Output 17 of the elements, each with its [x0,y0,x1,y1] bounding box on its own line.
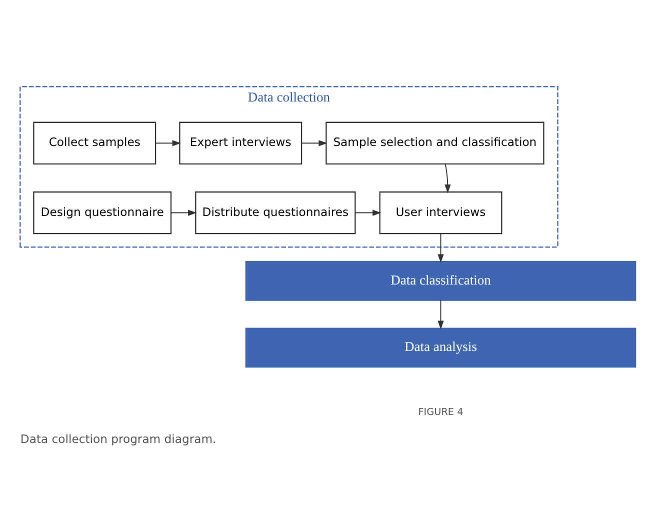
node-box: Expert interviews [179,121,302,164]
node-box: Collect samples [33,121,156,164]
arrow [438,299,444,329]
arrow [444,163,451,193]
arrow [155,140,181,146]
arrow [301,140,328,146]
node-box: User interviews [379,190,502,234]
arrow [355,209,382,216]
arrow [170,209,197,216]
node-box: Design questionnaire [33,190,172,234]
node-box: Sample selection and classification [326,121,544,164]
node-box: Data classification [245,260,636,300]
node-box: Distribute questionnaires [195,190,356,234]
node-box: Data analysis [245,327,636,368]
caption: Data collection program diagram. [20,431,216,446]
arrow [438,232,444,262]
label: FIGURE 4 [418,406,464,418]
